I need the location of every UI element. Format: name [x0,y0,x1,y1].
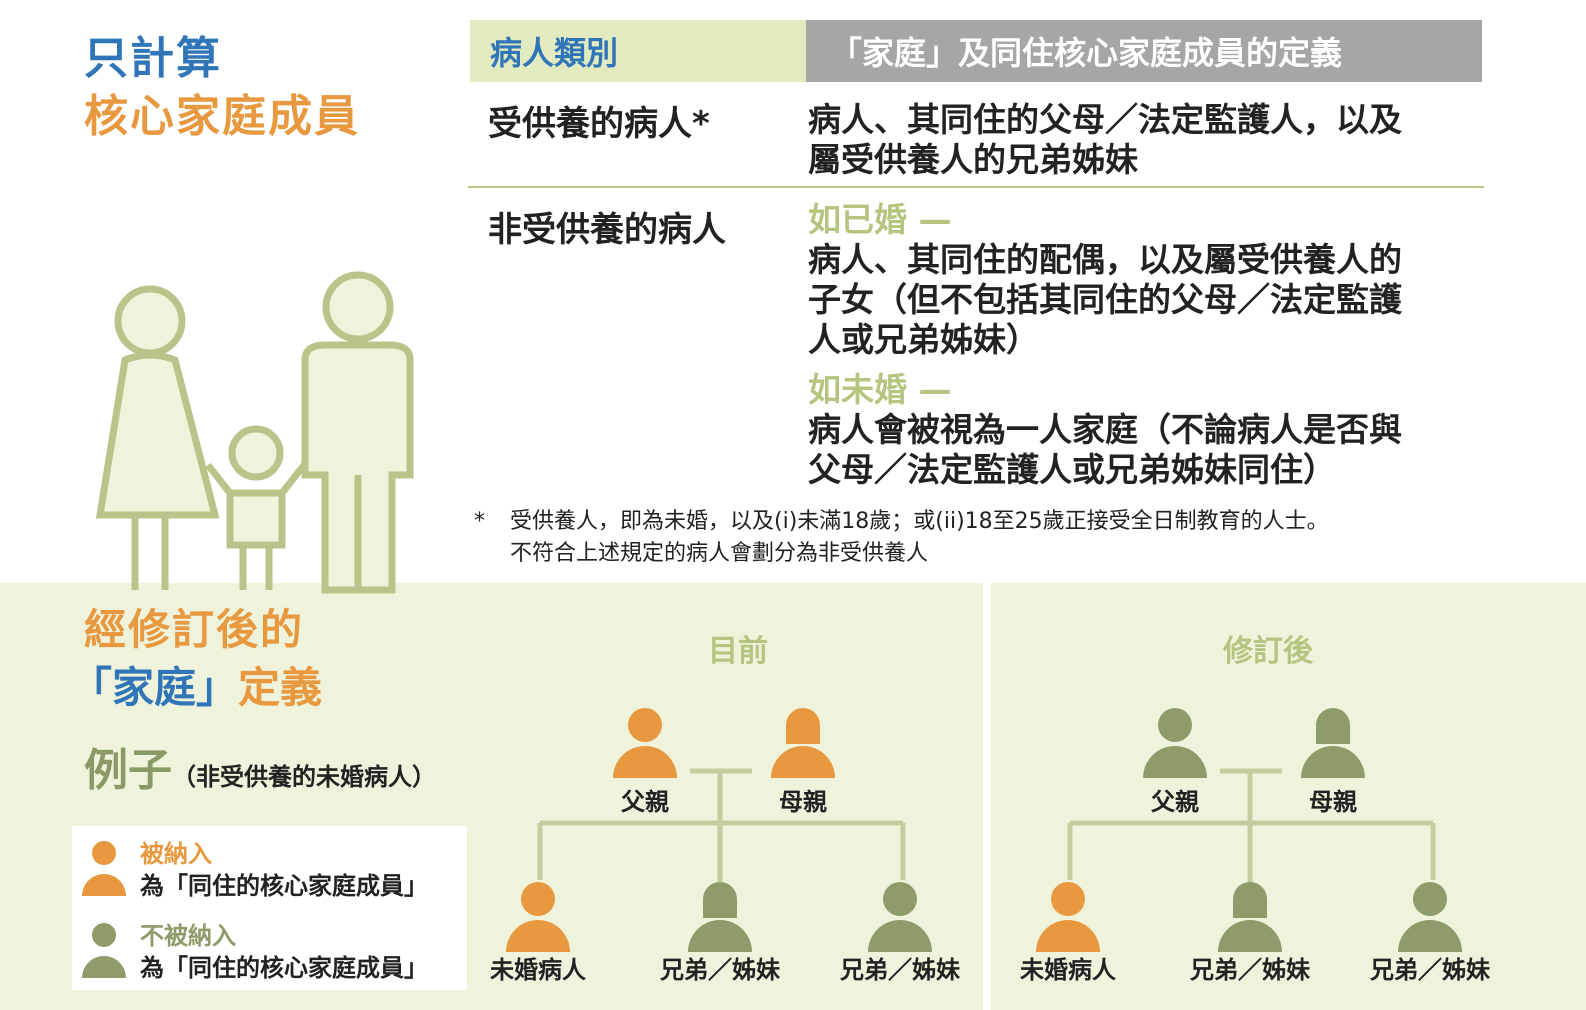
quote-close: 」 [196,663,239,712]
panel-divider [983,583,991,1010]
member-label: 父親 [1151,788,1199,816]
quote-open: 「 [70,663,113,712]
definition-line: 人或兄弟姊妹） [808,320,1039,359]
definition-word: 定義 [238,663,323,712]
included-person-icon [771,708,835,778]
member-label: 兄弟／姊妹 [840,956,960,984]
excluded-person-icon [868,882,932,952]
excluded-person-icon [1398,882,1462,952]
member-label: 母親 [779,788,827,816]
footnote-mark: * [474,509,485,534]
member-label: 未婚病人 [490,956,586,984]
excluded-person-icon [1301,708,1365,778]
footnote: * 受供養人，即為未婚，以及(i)未滿18歲；或(ii)18至25歲正接受全日制教… [474,506,1329,570]
connector-lines [506,708,932,952]
legend: 被納入 為「同住的核心家庭成員」 不被納入 為「同住的核心家庭成員」 [72,826,467,990]
legend-included-desc: 為「同住的核心家庭成員」 [140,872,428,900]
member-label: 兄弟／姊妹 [660,956,780,984]
definition-line: 屬受供養人的兄弟姊妹 [808,140,1138,179]
definition-dependent: 病人、其同住的父母／法定監護人，以及 屬受供養人的兄弟姊妹 [808,100,1488,180]
example-label: 例子 [84,745,172,796]
panel-title: 修訂後 [1223,634,1313,669]
example-heading: 例子（非受供養的未婚病人） [84,734,436,798]
member-label: 兄弟／姊妹 [1190,956,1310,984]
excluded-person-icon [688,882,752,952]
legend-excluded-desc: 為「同住的核心家庭成員」 [140,954,428,982]
title-line2: 核心家庭成員 [84,91,360,142]
definition-line: 子女（但不包括其同住的父母／法定監護 [808,280,1402,319]
definition-line: 病人會被視為一人家庭（不論病人是否與 [808,410,1402,449]
married-label: 如已婚 — [808,200,952,239]
definition-line: 病人、其同住的配偶，以及屬受供養人的 [808,240,1402,279]
excluded-person-icon [1143,708,1207,778]
table-header-category: 病人類別 [470,20,806,82]
title-line1: 只計算 [84,33,222,84]
category-non-dependent: 非受供養的病人 [488,210,726,250]
included-person-icon [82,841,126,896]
included-person-icon [506,882,570,952]
definition-line: 父母／法定監護人或兄弟姊妹同住） [808,450,1336,489]
section-title-line2: 「家庭」定義 [70,654,322,715]
member-label: 兄弟／姊妹 [1370,956,1490,984]
excluded-person-icon [82,923,126,978]
category-dependent: 受供養的病人* [488,104,710,144]
footnote-line2: 不符合上述規定的病人會劃分為非受供養人 [510,541,929,566]
member-label: 未婚病人 [1020,956,1116,984]
member-label: 母親 [1309,788,1357,816]
footnote-line1: 受供養人，即為未婚，以及(i)未滿18歲；或(ii)18至25歲正接受全日制教育… [510,509,1329,534]
included-person-icon [613,708,677,778]
definition-non-dependent: 如已婚 — 病人、其同住的配偶，以及屬受供養人的 子女（但不包括其同住的父母／法… [808,200,1488,490]
table-header-definition: 「家庭」及同住核心家庭成員的定義 [806,20,1482,82]
panel-title: 目前 [708,634,768,669]
family-illustration [95,271,414,594]
legend-included-title: 被納入 [140,840,212,868]
row-divider [468,186,1484,188]
unmarried-label: 如未婚 — [808,370,952,409]
connector-lines [1036,708,1462,952]
member-label: 父親 [621,788,669,816]
definition-line: 病人、其同住的父母／法定監護人，以及 [808,100,1402,139]
family-word: 家庭 [112,663,197,712]
included-person-icon [1036,882,1100,952]
legend-excluded-title: 不被納入 [140,922,236,950]
example-note: （非受供養的未婚病人） [172,763,436,791]
section-title-line1: 經修訂後的 [84,605,305,654]
excluded-person-icon [1218,882,1282,952]
